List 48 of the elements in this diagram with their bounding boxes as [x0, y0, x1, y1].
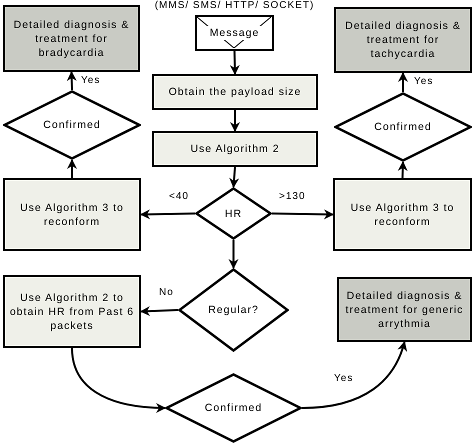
edge-label: >130	[278, 192, 307, 202]
arrow	[230, 110, 240, 132]
decision-diamond	[178, 268, 289, 352]
edge-label: No	[158, 288, 175, 298]
process-box	[334, 7, 472, 73]
node-text: Detailed diagnosis & treatment for tachycardia	[344, 19, 462, 61]
decision-diamond	[334, 92, 472, 162]
node-text: Confirmed	[204, 401, 264, 415]
node-text: Confirmed	[373, 120, 433, 134]
process-box	[152, 131, 318, 167]
process-box	[337, 277, 472, 342]
node-text: Use Algorithm 3 to reconform	[19, 200, 125, 228]
node-caption: (MMS/ SMS/ HTTP/ SOCKET)	[154, 1, 316, 11]
arrow	[230, 50, 240, 75]
arrow	[140, 306, 178, 316]
node-text: Regular?	[207, 303, 260, 317]
decision-diamond	[3, 90, 141, 160]
edge-label: <40	[168, 192, 190, 202]
arrow	[398, 72, 408, 92]
arrow	[66, 71, 77, 90]
process-box	[152, 74, 318, 110]
node-text: Obtain the payload size	[168, 85, 302, 99]
node-text: Use Algorithm 3 to reconform	[350, 200, 456, 228]
node-text: Detailed diagnosis & treatment for bradycardia	[12, 18, 130, 60]
node-text: HR	[224, 206, 244, 220]
decision-diamond	[195, 187, 272, 240]
arrow	[228, 240, 238, 269]
node-text: Confirmed	[42, 118, 102, 132]
arrow	[67, 159, 77, 178]
arrow	[140, 209, 196, 220]
process-box	[3, 275, 141, 348]
decision-diamond	[165, 373, 302, 443]
arrow	[272, 209, 334, 220]
edge-label: Yes	[333, 374, 354, 384]
edge-label: Yes	[413, 77, 434, 87]
node-text: Message	[206, 26, 264, 40]
edge-label: Yes	[80, 76, 102, 86]
process-box	[333, 178, 472, 251]
arrow	[302, 341, 407, 409]
node-text: Use Algorithm 2 to obtain HR from Past 6 packets	[8, 290, 136, 332]
envelope-box	[195, 15, 274, 51]
node-text: Detailed diagnosis & treatment for generic arrythmia	[344, 288, 464, 330]
arrow	[398, 161, 408, 178]
process-box	[3, 178, 141, 251]
arrow	[229, 166, 240, 188]
node-text: Use Algorithm 2	[189, 142, 281, 156]
process-box	[3, 5, 140, 72]
arrow	[71, 348, 166, 413]
